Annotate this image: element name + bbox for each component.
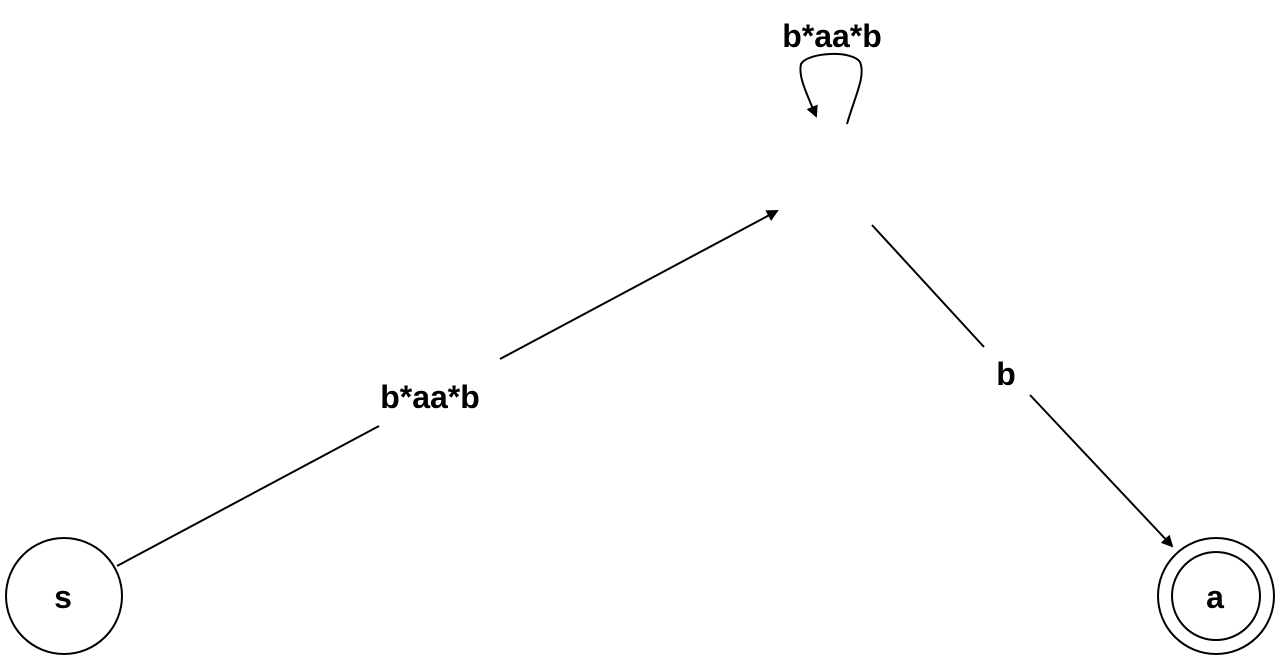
self-loop-edge [799,52,863,125]
edge-mid-to-a-lower [1029,394,1174,548]
edge-mid-to-a-label: b [996,356,1016,392]
state-s-circle [5,537,123,655]
edge-s-to-mid-lower [116,425,380,567]
edge-s-to-mid-label: b*aa*b [380,379,480,415]
state-s-label: s [54,579,72,615]
state-a-label: a [1206,579,1224,615]
edge-s-to-mid-upper [499,210,779,360]
self-loop-label: b*aa*b [782,18,882,54]
state-a-inner-circle [1171,551,1261,641]
edge-mid-to-a-upper [871,224,985,348]
